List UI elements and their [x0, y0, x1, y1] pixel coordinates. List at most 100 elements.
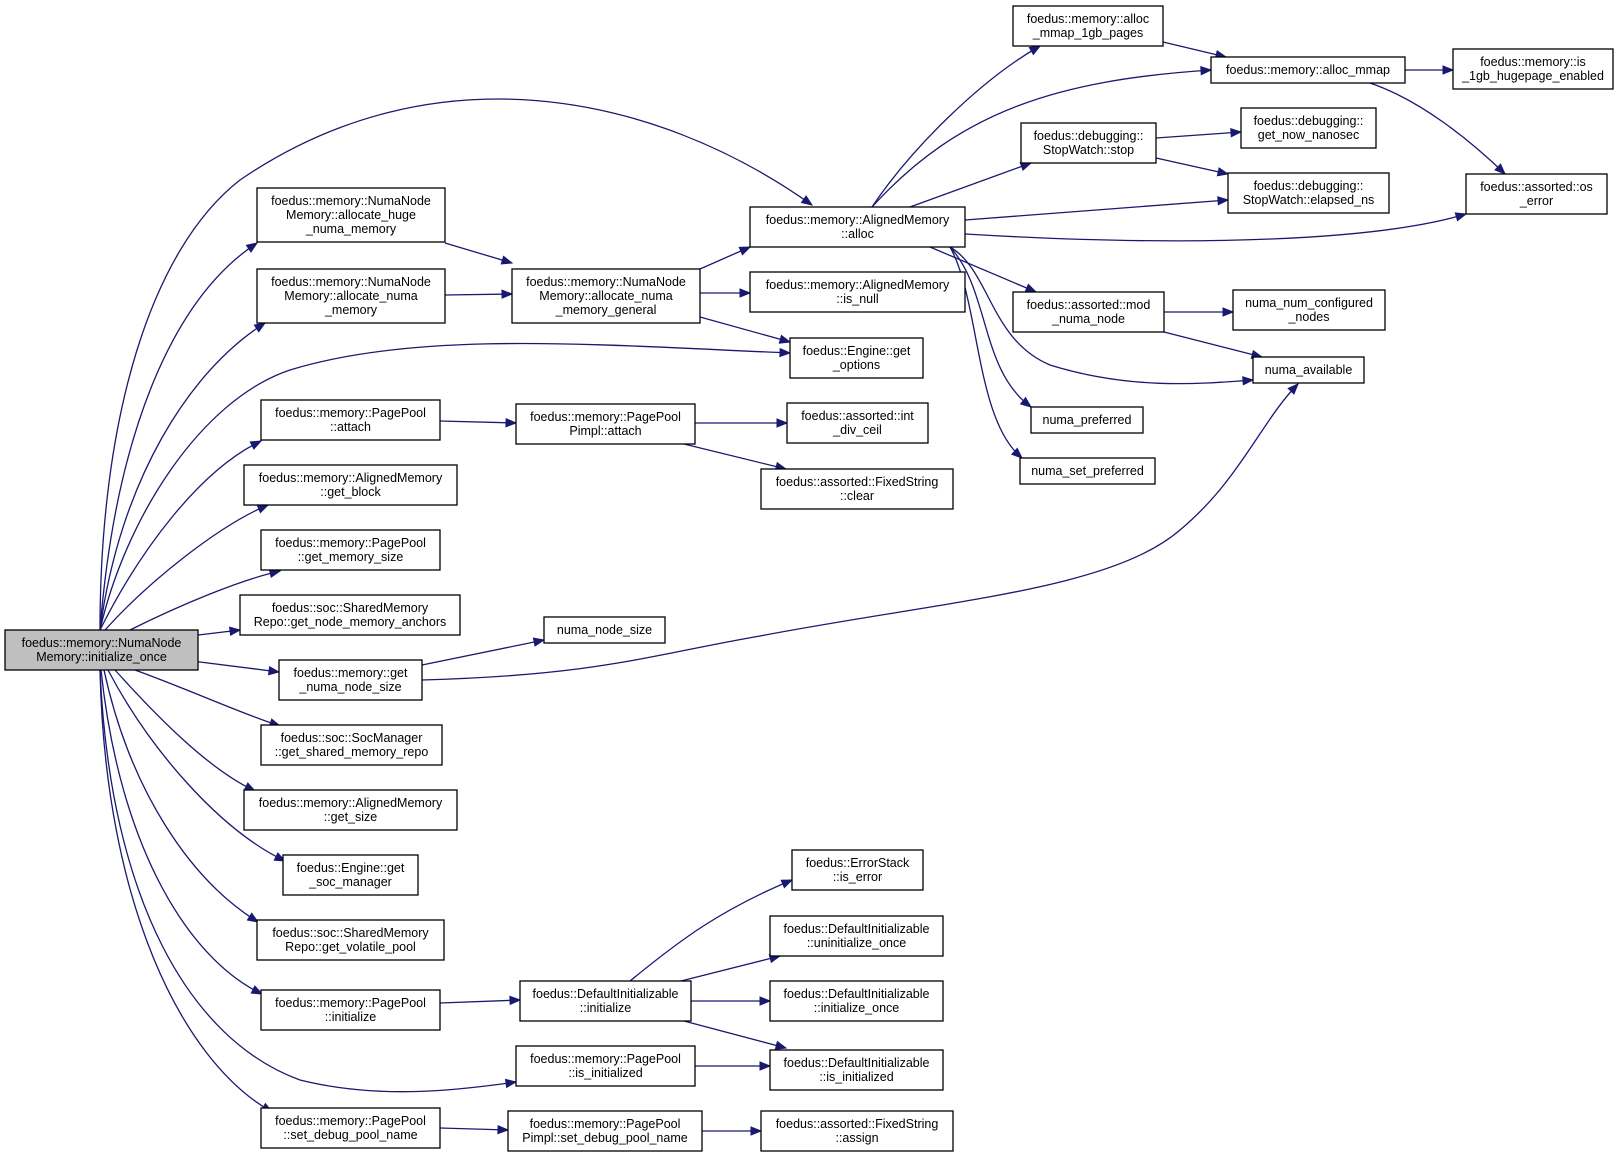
edge-am-alloc-to-sw-elapsed-arrowhead	[1217, 196, 1230, 206]
edge-initialize-once-to-am-get-block	[104, 504, 269, 631]
node-pp-is-initialized[interactable]: foedus::memory::PagePool::is_initialized	[515, 1045, 696, 1087]
node-label-line: foedus::memory::get	[294, 666, 408, 680]
node-box	[260, 989, 441, 1031]
edge-sw-stop-to-get-now-nanosec	[1155, 131, 1242, 139]
node-engine-get-options[interactable]: foedus::Engine::get_options	[789, 337, 924, 379]
node-pp-initialize[interactable]: foedus::memory::PagePool::initialize	[260, 989, 441, 1031]
node-label-line: ::alloc	[841, 227, 874, 241]
edge-am-alloc-to-numa-available-arrowhead	[1242, 376, 1255, 386]
edge-di-initialize-to-di-init-once-arrowhead	[759, 996, 772, 1006]
node-label-line: _numa_memory	[305, 222, 397, 236]
node-mod-numa-node[interactable]: foedus::assorted::mod_numa_node	[1012, 291, 1165, 333]
node-box	[511, 268, 701, 324]
node-numa-num-configured[interactable]: numa_num_configured_nodes	[1232, 289, 1386, 331]
node-numa-preferred[interactable]: numa_preferred	[1030, 406, 1144, 434]
node-ppi-set-debug[interactable]: foedus::memory::PagePoolPimpl::set_debug…	[507, 1110, 703, 1152]
node-label-line: foedus::Engine::get	[297, 861, 405, 875]
node-label-line: ::is_initialized	[568, 1066, 642, 1080]
node-box	[282, 854, 419, 896]
edge-am-alloc-to-mod-numa-node	[929, 246, 1037, 293]
node-am-alloc[interactable]: foedus::memory::AlignedMemory::alloc	[749, 206, 966, 248]
node-box	[1252, 356, 1365, 384]
node-engine-get-soc[interactable]: foedus::Engine::get_soc_manager	[282, 854, 419, 896]
node-fs-assign[interactable]: foedus::assorted::FixedString::assign	[760, 1110, 954, 1152]
node-box	[4, 629, 199, 671]
node-os-error[interactable]: foedus::assorted::os_error	[1465, 173, 1608, 215]
edge-sw-stop-to-sw-elapsed-arrowhead	[1216, 167, 1230, 177]
edge-get-numa-node-size-to-numa-available	[421, 383, 1299, 681]
node-di-uninit-once[interactable]: foedus::DefaultInitializable::uninitiali…	[769, 915, 944, 957]
node-label-line: ::get_block	[320, 485, 381, 499]
node-di-is-initialized[interactable]: foedus::DefaultInitializable::is_initial…	[769, 1049, 944, 1091]
node-label-line: foedus::DefaultInitializable	[784, 987, 930, 1001]
node-box	[760, 468, 954, 510]
node-di-init-once[interactable]: foedus::DefaultInitializable::initialize…	[769, 980, 944, 1022]
node-int-div-ceil[interactable]: foedus::assorted::int_div_ceil	[786, 402, 929, 444]
node-alloc-mmap[interactable]: foedus::memory::alloc_mmap	[1210, 56, 1406, 84]
edge-ppi-attach-to-fs-clear	[683, 443, 787, 470]
node-label-line: get_now_nanosec	[1258, 128, 1359, 142]
node-numa-available[interactable]: numa_available	[1252, 356, 1365, 384]
node-di-initialize[interactable]: foedus::DefaultInitializable::initialize	[519, 980, 692, 1022]
edge-initialize-once-to-smr-get-volatile-arrowhead	[246, 912, 260, 923]
edge-initialize-once-to-engine-get-options-arrowhead	[779, 347, 792, 358]
node-alloc-general[interactable]: foedus::memory::NumaNodeMemory::allocate…	[511, 268, 701, 324]
node-label-line: Memory::allocate_huge	[286, 208, 416, 222]
node-am-is-null[interactable]: foedus::memory::AlignedMemory::is_null	[749, 271, 966, 313]
node-alloc-mmap-1gb[interactable]: foedus::memory::alloc_mmap_1gb_pages	[1012, 5, 1164, 47]
node-label-line: foedus::assorted::FixedString	[776, 1117, 939, 1131]
node-am-get-block[interactable]: foedus::memory::AlignedMemory::get_block	[243, 464, 458, 506]
node-numa-set-preferred[interactable]: numa_set_preferred	[1019, 457, 1156, 485]
node-allocate-huge[interactable]: foedus::memory::NumaNodeMemory::allocate…	[256, 187, 446, 243]
node-label-line: _options	[832, 358, 880, 372]
edge-am-alloc-to-sw-stop	[909, 162, 1032, 208]
node-get-now-nanosec[interactable]: foedus::debugging::get_now_nanosec	[1240, 107, 1377, 149]
edge-am-alloc-to-numa-set-preferred-arrowhead	[1011, 447, 1024, 459]
node-label-line: foedus::memory::PagePool	[275, 536, 426, 550]
node-sw-elapsed[interactable]: foedus::debugging::StopWatch::elapsed_ns	[1227, 172, 1390, 214]
node-smr-get-volatile[interactable]: foedus::soc::SharedMemoryRepo::get_volat…	[256, 919, 445, 961]
node-numa-node-size[interactable]: numa_node_size	[543, 616, 666, 644]
node-label-line: _error	[1519, 194, 1553, 208]
node-am-get-size[interactable]: foedus::memory::AlignedMemory::get_size	[243, 789, 458, 831]
node-label-line: foedus::memory::alloc_mmap	[1226, 63, 1390, 77]
node-es-is-error[interactable]: foedus::ErrorStack::is_error	[791, 849, 924, 891]
node-fs-clear[interactable]: foedus::assorted::FixedString::clear	[760, 468, 954, 510]
node-box	[260, 529, 441, 571]
edge-am-alloc-to-os-error	[964, 213, 1467, 242]
node-label-line: Repo::get_node_memory_anchors	[254, 615, 446, 629]
node-label-line: _div_ceil	[832, 423, 882, 437]
edge-get-numa-node-size-to-numa-node-size	[421, 639, 545, 666]
edge-initialize-once-to-pp-get-memory-size	[129, 570, 281, 631]
edge-initialize-once-to-smr-get-volatile	[103, 669, 259, 923]
node-box	[769, 1049, 944, 1091]
node-is-1gb-enabled[interactable]: foedus::memory::is_1gb_hugepage_enabled	[1452, 48, 1614, 90]
node-sw-stop[interactable]: foedus::debugging::StopWatch::stop	[1020, 122, 1157, 164]
node-socm-get-repo[interactable]: foedus::soc::SocManager::get_shared_memo…	[260, 724, 443, 766]
node-get-numa-node-size[interactable]: foedus::memory::get_numa_node_size	[278, 659, 423, 701]
node-box	[749, 206, 966, 248]
node-label-line: Pimpl::set_debug_pool_name	[522, 1131, 687, 1145]
node-box	[256, 268, 446, 324]
node-pp-set-debug[interactable]: foedus::memory::PagePool::set_debug_pool…	[260, 1107, 441, 1149]
node-label-line: ::get_size	[324, 810, 378, 824]
edge-alloc-mmap-to-os-error	[1369, 82, 1506, 175]
node-label-line: foedus::assorted::mod	[1027, 298, 1151, 312]
node-label-line: foedus::assorted::os	[1480, 180, 1593, 194]
node-label-line: numa_num_configured	[1245, 296, 1373, 310]
node-label-line: foedus::assorted::int	[801, 409, 914, 423]
node-box	[256, 187, 446, 243]
node-smr-get-anchors[interactable]: foedus::soc::SharedMemoryRepo::get_node_…	[239, 594, 461, 636]
node-box	[1452, 48, 1614, 90]
node-allocate-numa[interactable]: foedus::memory::NumaNodeMemory::allocate…	[256, 268, 446, 324]
node-label-line: ::initialize_once	[814, 1001, 900, 1015]
edge-di-initialize-to-di-is-initialized-arrowhead	[774, 1040, 788, 1050]
node-box	[1019, 457, 1156, 485]
edge-initialize-once-to-pp-is-initialized	[99, 669, 517, 1093]
node-pp-get-memory-size[interactable]: foedus::memory::PagePool::get_memory_siz…	[260, 529, 441, 571]
edge-initialize-once-to-pp-initialize-arrowhead	[250, 985, 264, 995]
node-pp-attach[interactable]: foedus::memory::PagePool::attach	[260, 399, 441, 441]
node-initialize-once[interactable]: foedus::memory::NumaNodeMemory::initiali…	[4, 629, 199, 671]
node-box	[1240, 107, 1377, 149]
